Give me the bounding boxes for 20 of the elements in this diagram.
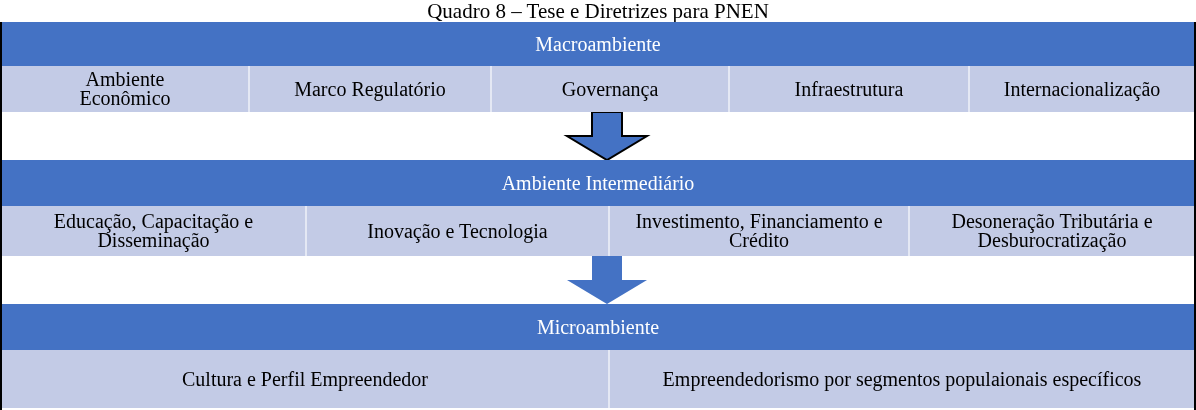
category-cell: Educação, Capacitação e Disseminação xyxy=(2,206,305,256)
diagram-title: Quadro 8 – Tese e Diretrizes para PNEN xyxy=(426,0,770,22)
block-arrow xyxy=(567,256,647,304)
section-band xyxy=(2,22,1194,112)
block-arrow xyxy=(563,111,651,162)
category-cell: Infraestrutura xyxy=(728,66,968,112)
category-cell: Desoneração Tributária e Desburocratização xyxy=(908,206,1194,256)
category-cell: Empreendedorismo por segmentos populaionais específicos xyxy=(608,350,1194,408)
category-cell: Governança xyxy=(490,66,728,112)
category-cell: Internacionalização xyxy=(968,66,1194,112)
category-cell: Ambiente Econômico xyxy=(2,66,248,112)
section-heading: Ambiente Intermediário xyxy=(500,170,696,196)
category-cell: Inovação e Tecnologia xyxy=(305,206,608,256)
section-heading: Microambiente xyxy=(535,314,661,340)
category-cell: Cultura e Perfil Empreendedor xyxy=(2,350,608,408)
section-band xyxy=(2,160,1194,256)
category-cell: Investimento, Financiamento e Crédito xyxy=(608,206,908,256)
section-band xyxy=(2,304,1194,408)
category-cell: Marco Regulatório xyxy=(248,66,490,112)
section-heading: Macroambiente xyxy=(534,31,662,57)
